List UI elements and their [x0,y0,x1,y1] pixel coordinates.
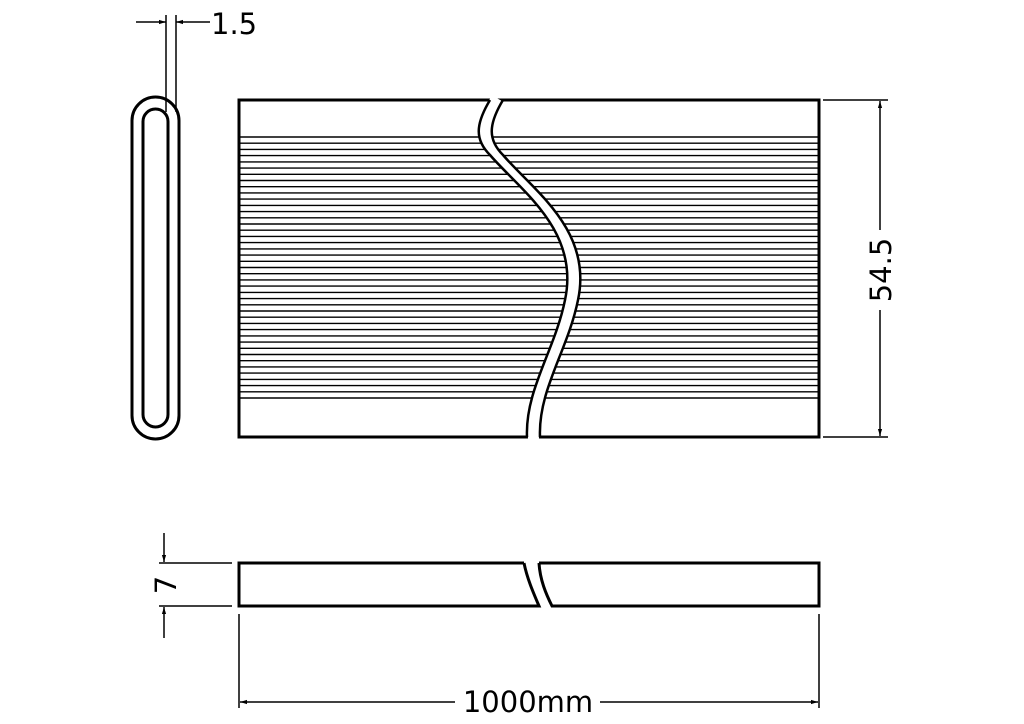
height-dimension [159,533,232,638]
edge-view [237,561,821,608]
ridge-lines [240,136,818,399]
length-label: 1000mm [463,685,593,719]
profile-cross-section [130,95,181,441]
thickness-label: 1.5 [211,7,257,41]
break-line-left [477,99,569,438]
length-dimension [238,614,820,708]
profile-inner-wall [141,107,170,429]
break-line-right [490,99,582,438]
top-view-outline [237,98,821,439]
height-label: 7 [149,576,183,594]
break-gap [479,95,580,440]
top-view [237,95,821,440]
edge-view-right-piece [537,561,821,608]
profile-outer-wall [130,95,181,441]
width-label: 54.5 [864,238,898,303]
thickness-dimension [136,15,210,112]
width-dimension [823,99,888,438]
edge-view-left-piece [237,561,542,608]
